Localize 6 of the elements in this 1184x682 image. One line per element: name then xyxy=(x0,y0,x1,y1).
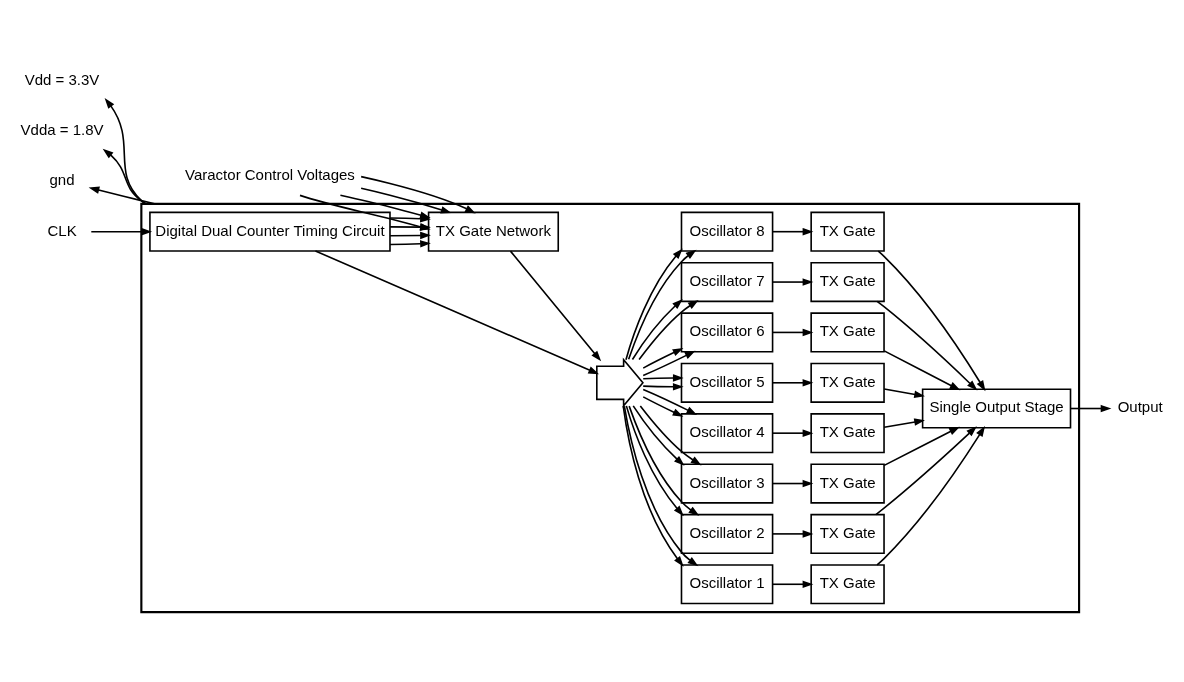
node-text: Vdda = 1.8V xyxy=(20,120,104,138)
node-text: Output xyxy=(1117,398,1163,416)
node-text: CLK xyxy=(47,221,77,239)
node-text: gnd xyxy=(49,171,75,189)
node-text: Varactor Control Voltages xyxy=(185,165,355,183)
node-text: Vdd = 3.3V xyxy=(24,70,100,88)
